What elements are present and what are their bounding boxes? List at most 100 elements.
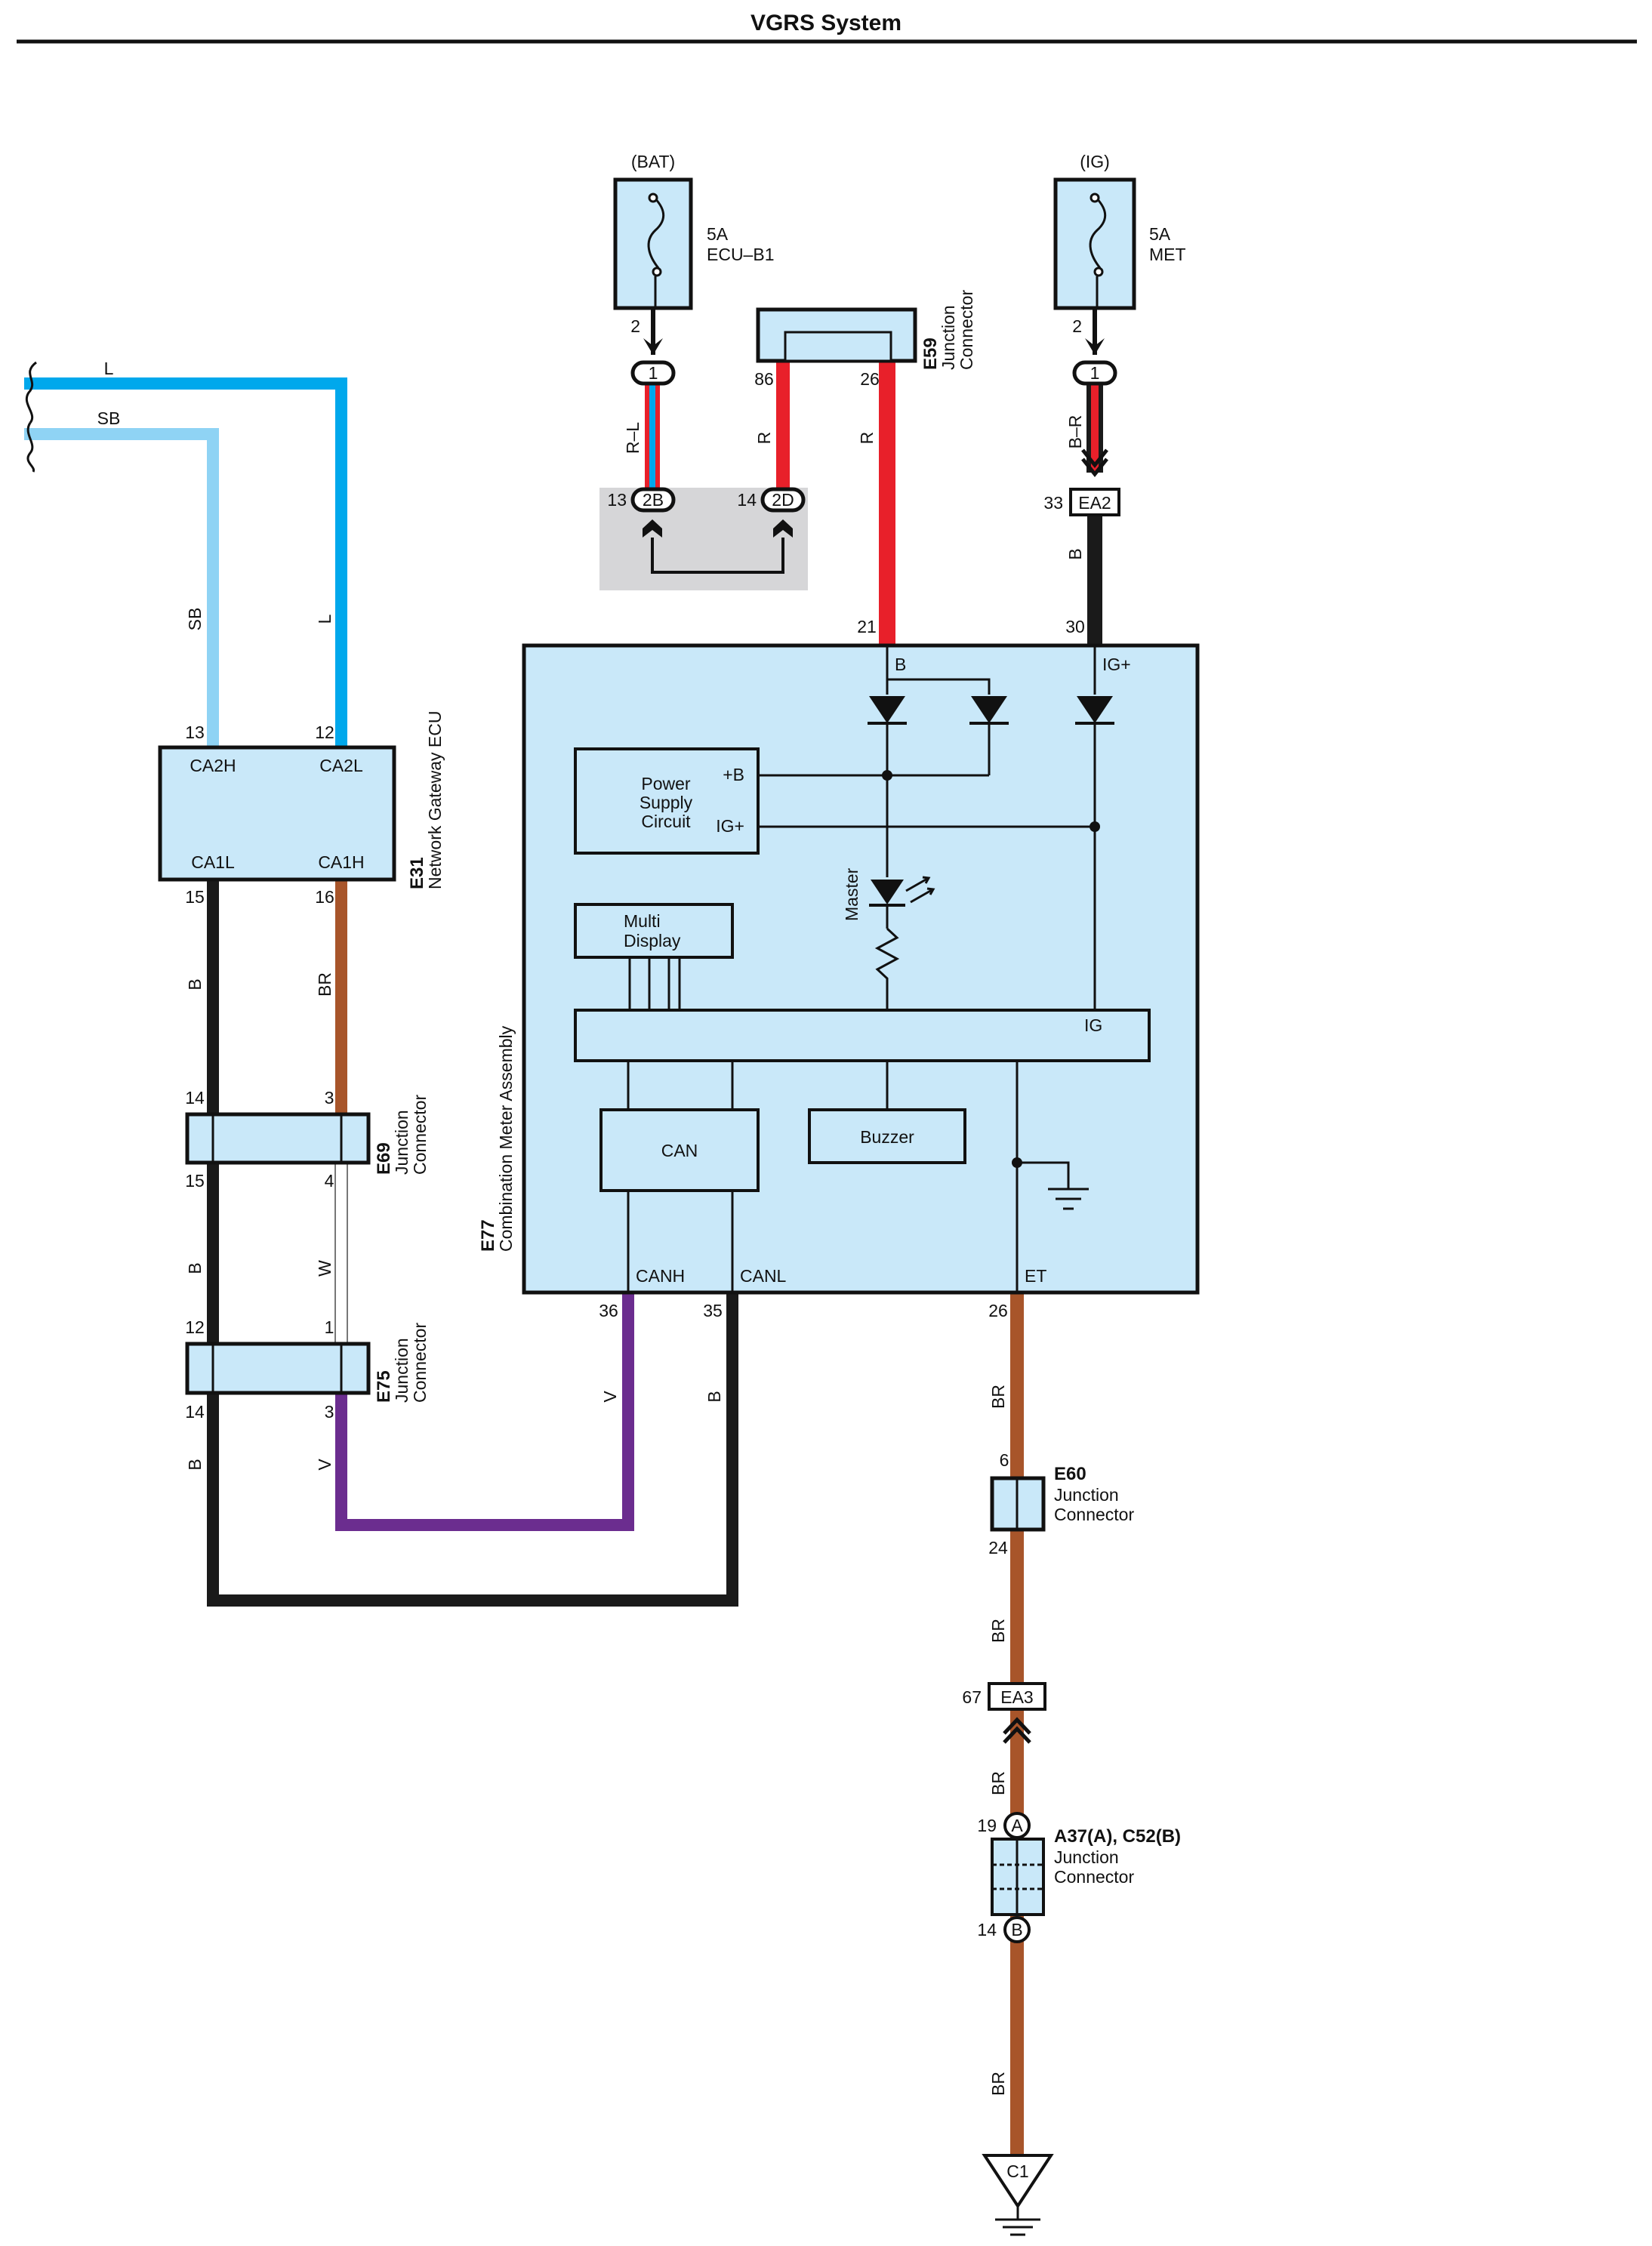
e69-pin-14: 14 [185,1088,205,1108]
diode-b [868,696,907,725]
e75-name2: Connector [410,1323,430,1403]
e77-name: Combination Meter Assembly [496,1025,516,1252]
ea2-label: EA2 [1078,493,1111,513]
e77-psc-line2: Supply [640,793,693,812]
e77-psc-plus-b: +B [723,765,744,784]
e31-pin-15: 15 [185,887,205,907]
wire-label-v3-wrap: V [315,1459,334,1471]
jc-name1: Junction [1054,1847,1119,1867]
jc-pin-19: 19 [977,1816,997,1835]
wire-label-v-canh-wrap: V [600,1391,620,1403]
wire-w-e69-e75 [334,1162,348,1345]
e31-network-gateway-ecu [158,745,396,882]
e77-multi-display [574,903,734,959]
fuse-ig-supply: (IG) [1080,152,1110,171]
e60-junction-connector [990,1476,1046,1532]
ea3-label: EA3 [1000,1687,1033,1707]
e31-pin-16: 16 [315,887,334,907]
e77-can-label: CAN [661,1141,698,1160]
e77-pin-30: 30 [1065,617,1085,636]
fuse-bat-connector [630,360,676,386]
fuse-met [1053,177,1136,310]
e77-master-label: Master [842,867,861,921]
jc-name2: Connector [1054,1867,1134,1887]
master-led-icon [869,876,935,907]
e60-name2: Connector [1054,1505,1134,1524]
ground-c1 [982,2154,1054,2236]
fuse-bat-supply: (BAT) [631,152,675,171]
connector-2b [630,487,676,538]
wire-label-r-2d-wrap: R [754,432,774,445]
wire-label-l-vert-wrap: L [315,614,334,624]
wire-label-br1-wrap: BR [315,972,334,997]
ea2-pin: 33 [1043,493,1063,513]
wire-break-mark-sb [26,422,35,473]
connector-2d [760,487,806,538]
e77-internal-bus [574,1009,1151,1062]
e31-pin-13: 13 [185,722,205,742]
e77-power-supply-circuit [574,747,760,855]
wire-label-r-2d: R [754,432,774,445]
fuse-bat-name: ECU–B1 [707,245,774,264]
e77-buzzer [808,1108,966,1164]
wire-label-br-c: BR [988,1771,1008,1795]
wire-v-canh [335,1292,634,1531]
wire-label-w2-wrap: W [315,1260,334,1277]
connector-2d-pin: 14 [737,490,757,510]
wire-label-sb-vert-wrap: SB [185,608,205,631]
e60-pin-24: 24 [988,1538,1008,1557]
fuse-bat-rating: 5A [707,224,729,244]
e77-buzzer-label: Buzzer [860,1127,914,1147]
wire-label-v-canh: V [600,1391,620,1403]
e77-can [599,1108,760,1192]
wire-label-br-d: BR [988,2072,1008,2096]
wire-label-br-b: BR [988,1619,1008,1643]
e60-name1: Junction [1054,1485,1119,1505]
wire-label-b3-wrap: B [185,1459,205,1470]
e59-name1: Junction [938,305,958,370]
ea2-connector [1069,448,1120,516]
e75-pin-12: 12 [185,1317,205,1337]
e31-id: E31 [407,857,427,889]
wire-label-b-ig: B [1065,548,1085,559]
e77-md-line1: Multi [624,911,661,931]
fuse-ig-name: MET [1149,245,1186,264]
wire-label-w2: W [315,1260,334,1277]
e77-combination-meter [522,643,1200,1295]
e31-pin-12: 12 [315,722,334,742]
fuse-bat-pin-arrow [643,338,663,355]
e31-ca2l: CA2L [319,756,363,775]
e59-pin-26: 26 [860,369,880,389]
fuse-ig-pin-arrow [1085,338,1105,355]
wire-label-v3: V [315,1459,334,1471]
fuse-ig-connector [1072,360,1117,386]
e31-name: Network Gateway ECU [425,711,445,889]
e31-ca2h: CA2H [190,756,236,775]
e77-pin-36: 36 [599,1301,618,1320]
fuse-bat-pin: 2 [630,316,640,336]
e69-pin-3: 3 [325,1088,334,1108]
wire-l-can [24,377,347,761]
wire-label-b1-wrap: B [185,978,205,990]
wire-label-br-a: BR [988,1385,1008,1409]
e59-pin-86: 86 [754,369,774,389]
e77-pin-26: 26 [988,1301,1008,1320]
wire-label-sb-top: SB [97,408,121,428]
master-label-group: Master [842,867,861,921]
wire-label-r-e59: R [857,432,877,445]
e75-pin-14: 14 [185,1402,205,1422]
wire-label-rl: R–L [623,422,643,454]
wire-label-b3: B [185,1459,205,1470]
e59-name2: Connector [957,290,976,370]
fuse-ig-conn-label: 1 [1090,363,1100,383]
e77-canl-label: CANL [740,1266,787,1286]
wire-b-ground-loop [207,876,738,1607]
diode-middle [969,696,1009,725]
fuse-ig-pin: 2 [1072,316,1082,336]
fuse-ig-rating: 5A [1149,224,1171,244]
wire-label-br-d-wrap: BR [988,2072,1008,2096]
e59-id: E59 [920,337,941,370]
wire-label-br1: BR [315,972,334,997]
e75-label-group: E75 Junction Connector [374,1323,430,1403]
